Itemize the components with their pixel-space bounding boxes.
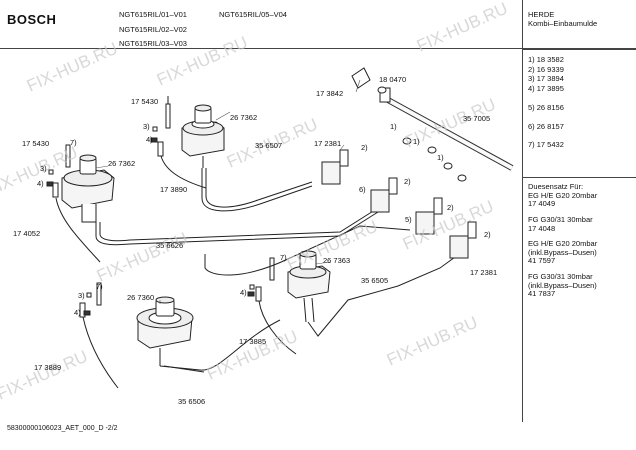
callout-marker: 7) <box>96 282 103 291</box>
watermark-text: FIX-HUB.RU <box>0 347 90 404</box>
legend-item: 1) 18 3582 <box>528 55 564 64</box>
callout-labels: 3) 4) 3) 4) 3) 4) 4) 7) 7) 7) 1) 1) 1) 2… <box>37 122 491 317</box>
model-number: NGT615RIL/02–V02 <box>119 25 187 34</box>
part-number-label: 17 5430 <box>131 97 158 106</box>
part-number-label: 17 2381 <box>470 268 497 277</box>
nozzle-set: FG G30/31 30mbar (inkl.Bypass–Dusen) 41 … <box>528 272 597 299</box>
nozzle-set-line: 17 4048 <box>528 223 556 233</box>
watermark-text: FIX-HUB.RU <box>414 0 511 56</box>
part-number-label: 26 7362 <box>230 113 257 122</box>
callout-marker: 4) <box>74 308 81 317</box>
watermark-text: FIX-HUB.RU <box>384 313 481 370</box>
legend-item: 2) 16 9339 <box>528 64 564 74</box>
nozzle-set: FG G30/31 30mbar 17 4048 <box>528 215 593 233</box>
burner-body <box>61 154 115 223</box>
appliance-type: Kombi–Einbaumulde <box>528 19 598 28</box>
watermark-text: FIX-HUB.RU <box>154 33 251 90</box>
callout-marker: 1) <box>437 153 444 162</box>
part-number-label: 35 6505 <box>361 276 388 285</box>
callout-marker: 5) <box>405 215 412 224</box>
burner-body <box>287 250 331 323</box>
igniter-electrode <box>65 96 275 306</box>
parts-drawing: FIX-HUB.RU FIX-HUB.RU FIX-HUB.RU FIX-HUB… <box>0 0 514 406</box>
callout-marker: 4) <box>146 135 153 144</box>
part-number-label: 17 5430 <box>22 139 49 148</box>
nozzle-set-line: Duesensatz Für: <box>528 182 584 191</box>
legend-item: 5) 26 8156 <box>528 102 564 112</box>
callout-marker: 3) <box>78 291 85 300</box>
part-number-label: 35 6626 <box>156 241 183 250</box>
callout-marker: 2) <box>361 143 368 152</box>
part-number-label: 35 6506 <box>178 397 205 406</box>
part-number-label: 35 6507 <box>255 141 282 150</box>
part-number-label: 18 0470 <box>379 75 406 84</box>
watermark-text: FIX-HUB.RU <box>94 229 191 286</box>
burner-body <box>136 296 194 366</box>
callout-marker: 4) <box>37 179 44 188</box>
nozzle-set-line: EG H/E G20 20mbar <box>528 239 598 248</box>
part-number-label: 26 7362 <box>108 159 135 168</box>
thermocouple <box>52 141 297 389</box>
callout-marker: 1) <box>413 137 420 146</box>
part-number-label: 17 3890 <box>160 185 187 194</box>
fastener <box>46 126 255 316</box>
model-number: NGT615RIL/01–V01 <box>119 10 187 19</box>
nozzle-set-line: 41 7837 <box>528 289 556 299</box>
nozzle-set-line: 41 7597 <box>528 256 556 266</box>
callout-marker: 2) <box>484 230 491 239</box>
part-number-label: 26 7360 <box>127 293 154 302</box>
part-number-label: 17 3842 <box>316 89 343 98</box>
nozzle-set-heading: Duesensatz Für: EG H/E G20 20mbar 17 404… <box>528 182 598 209</box>
legend-item: 4) 17 3895 <box>528 84 564 94</box>
watermark-text: FIX-HUB.RU <box>204 327 301 384</box>
legend-item: 3) 17 3894 <box>528 74 564 84</box>
part-number-label: 26 7363 <box>323 256 350 265</box>
callout-marker: 3) <box>40 164 47 173</box>
brand-logo: BOSCH <box>7 12 57 27</box>
panel-rule <box>522 49 636 50</box>
header-divider <box>0 48 636 49</box>
nozzle-set-line: (inkl.Bypass–Dusen) <box>528 280 597 290</box>
watermark-text: FIX-HUB.RU <box>24 39 121 96</box>
model-number: NGT615RIL/05–V04 <box>219 10 287 19</box>
legend-item: 7) 17 5432 <box>528 140 564 150</box>
callout-marker: 7) <box>70 138 77 147</box>
part-number-label: 17 2381 <box>314 139 341 148</box>
legend-item: 6) 26 8157 <box>528 121 564 131</box>
nozzle-set: EG H/E G20 20mbar (inkl.Bypass–Dusen) 41… <box>528 239 598 266</box>
seal-ring <box>377 86 467 182</box>
nozzle-set-line: FG G30/31 30mbar <box>528 215 593 224</box>
nozzle-set-line: FG G30/31 30mbar <box>528 272 593 281</box>
callout-marker: 4) <box>240 288 247 297</box>
gas-tube <box>95 168 463 373</box>
panel-rule <box>522 177 636 178</box>
watermark-text: FIX-HUB.RU <box>284 217 381 274</box>
appliance-category: HERDE <box>528 10 555 19</box>
nozzle-set-line: (inkl.Bypass–Dusen) <box>528 247 597 257</box>
nozzle-set-line: EG H/E G20 20mbar <box>528 190 598 200</box>
part-number-label: 17 4052 <box>13 229 40 238</box>
gas-valve <box>321 149 477 259</box>
callout-marker: 1) <box>390 122 397 131</box>
panel-divider <box>522 0 523 422</box>
callout-marker: 3) <box>143 122 150 131</box>
part-number-label: 35 7005 <box>463 114 490 123</box>
gas-manifold <box>351 67 514 171</box>
parts-legend: 1) 18 3582 2) 16 9339 3) 17 3894 4) 17 3… <box>528 55 564 150</box>
callout-marker: 2) <box>447 203 454 212</box>
burner-body <box>181 104 225 168</box>
model-number: NGT615RIL/03–V03 <box>119 39 187 48</box>
nozzle-set-line: 17 4049 <box>528 199 556 209</box>
part-number-label: 17 3885 <box>239 337 266 346</box>
leader-line <box>95 79 361 304</box>
callout-marker: 2) <box>404 177 411 186</box>
part-labels: 17 5430 26 7362 17 3890 17 5430 26 7362 … <box>13 75 497 406</box>
document-id: 58300000106023_AET_000_D -2/2 <box>7 425 118 432</box>
callout-marker: 7) <box>280 253 287 262</box>
callout-marker: 6) <box>359 185 366 194</box>
part-number-label: 17 3889 <box>34 363 61 372</box>
